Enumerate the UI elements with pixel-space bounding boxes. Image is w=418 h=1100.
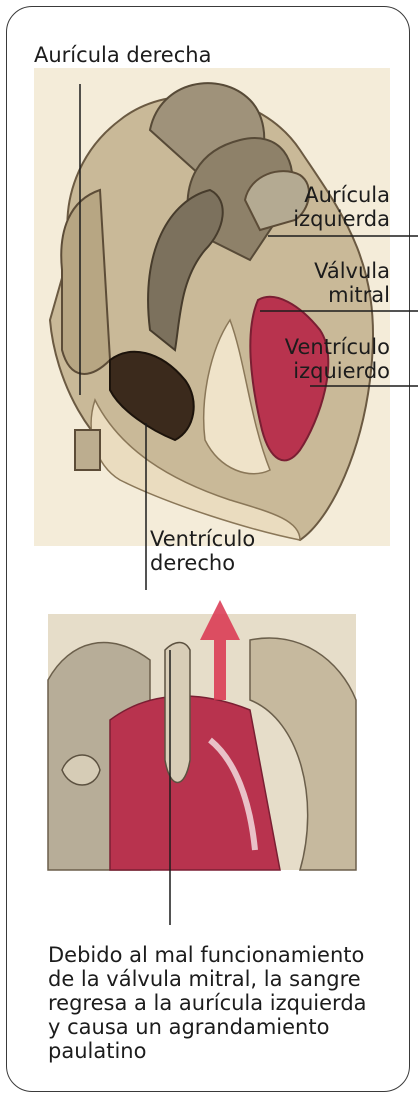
caption-line3: regresa a la aurícula izquierda bbox=[48, 992, 367, 1015]
label-left-ventricle-line2: izquierdo bbox=[293, 360, 390, 383]
label-right-ventricle-line1: Ventrículo bbox=[150, 528, 255, 551]
label-mitral-valve-line1: Válvula bbox=[314, 260, 390, 283]
caption-line1: Debido al mal funcionamiento bbox=[48, 944, 364, 967]
label-right-atrium: Aurícula derecha bbox=[34, 44, 211, 67]
caption-line2: de la válvula mitral, la sangre bbox=[48, 968, 361, 991]
label-left-atrium-line2: izquierda bbox=[293, 208, 390, 231]
label-left-ventricle-line1: Ventrículo bbox=[285, 336, 390, 359]
label-right-ventricle-line2: derecho bbox=[150, 552, 235, 575]
heart-cross-section-image bbox=[34, 68, 390, 546]
label-mitral-valve-line2: mitral bbox=[328, 284, 390, 307]
mitral-valve-closeup-image bbox=[48, 600, 356, 870]
label-left-atrium-line1: Aurícula bbox=[304, 184, 390, 207]
caption-line5: paulatino bbox=[48, 1040, 146, 1063]
caption-line4: y causa un agrandamiento bbox=[48, 1016, 329, 1039]
